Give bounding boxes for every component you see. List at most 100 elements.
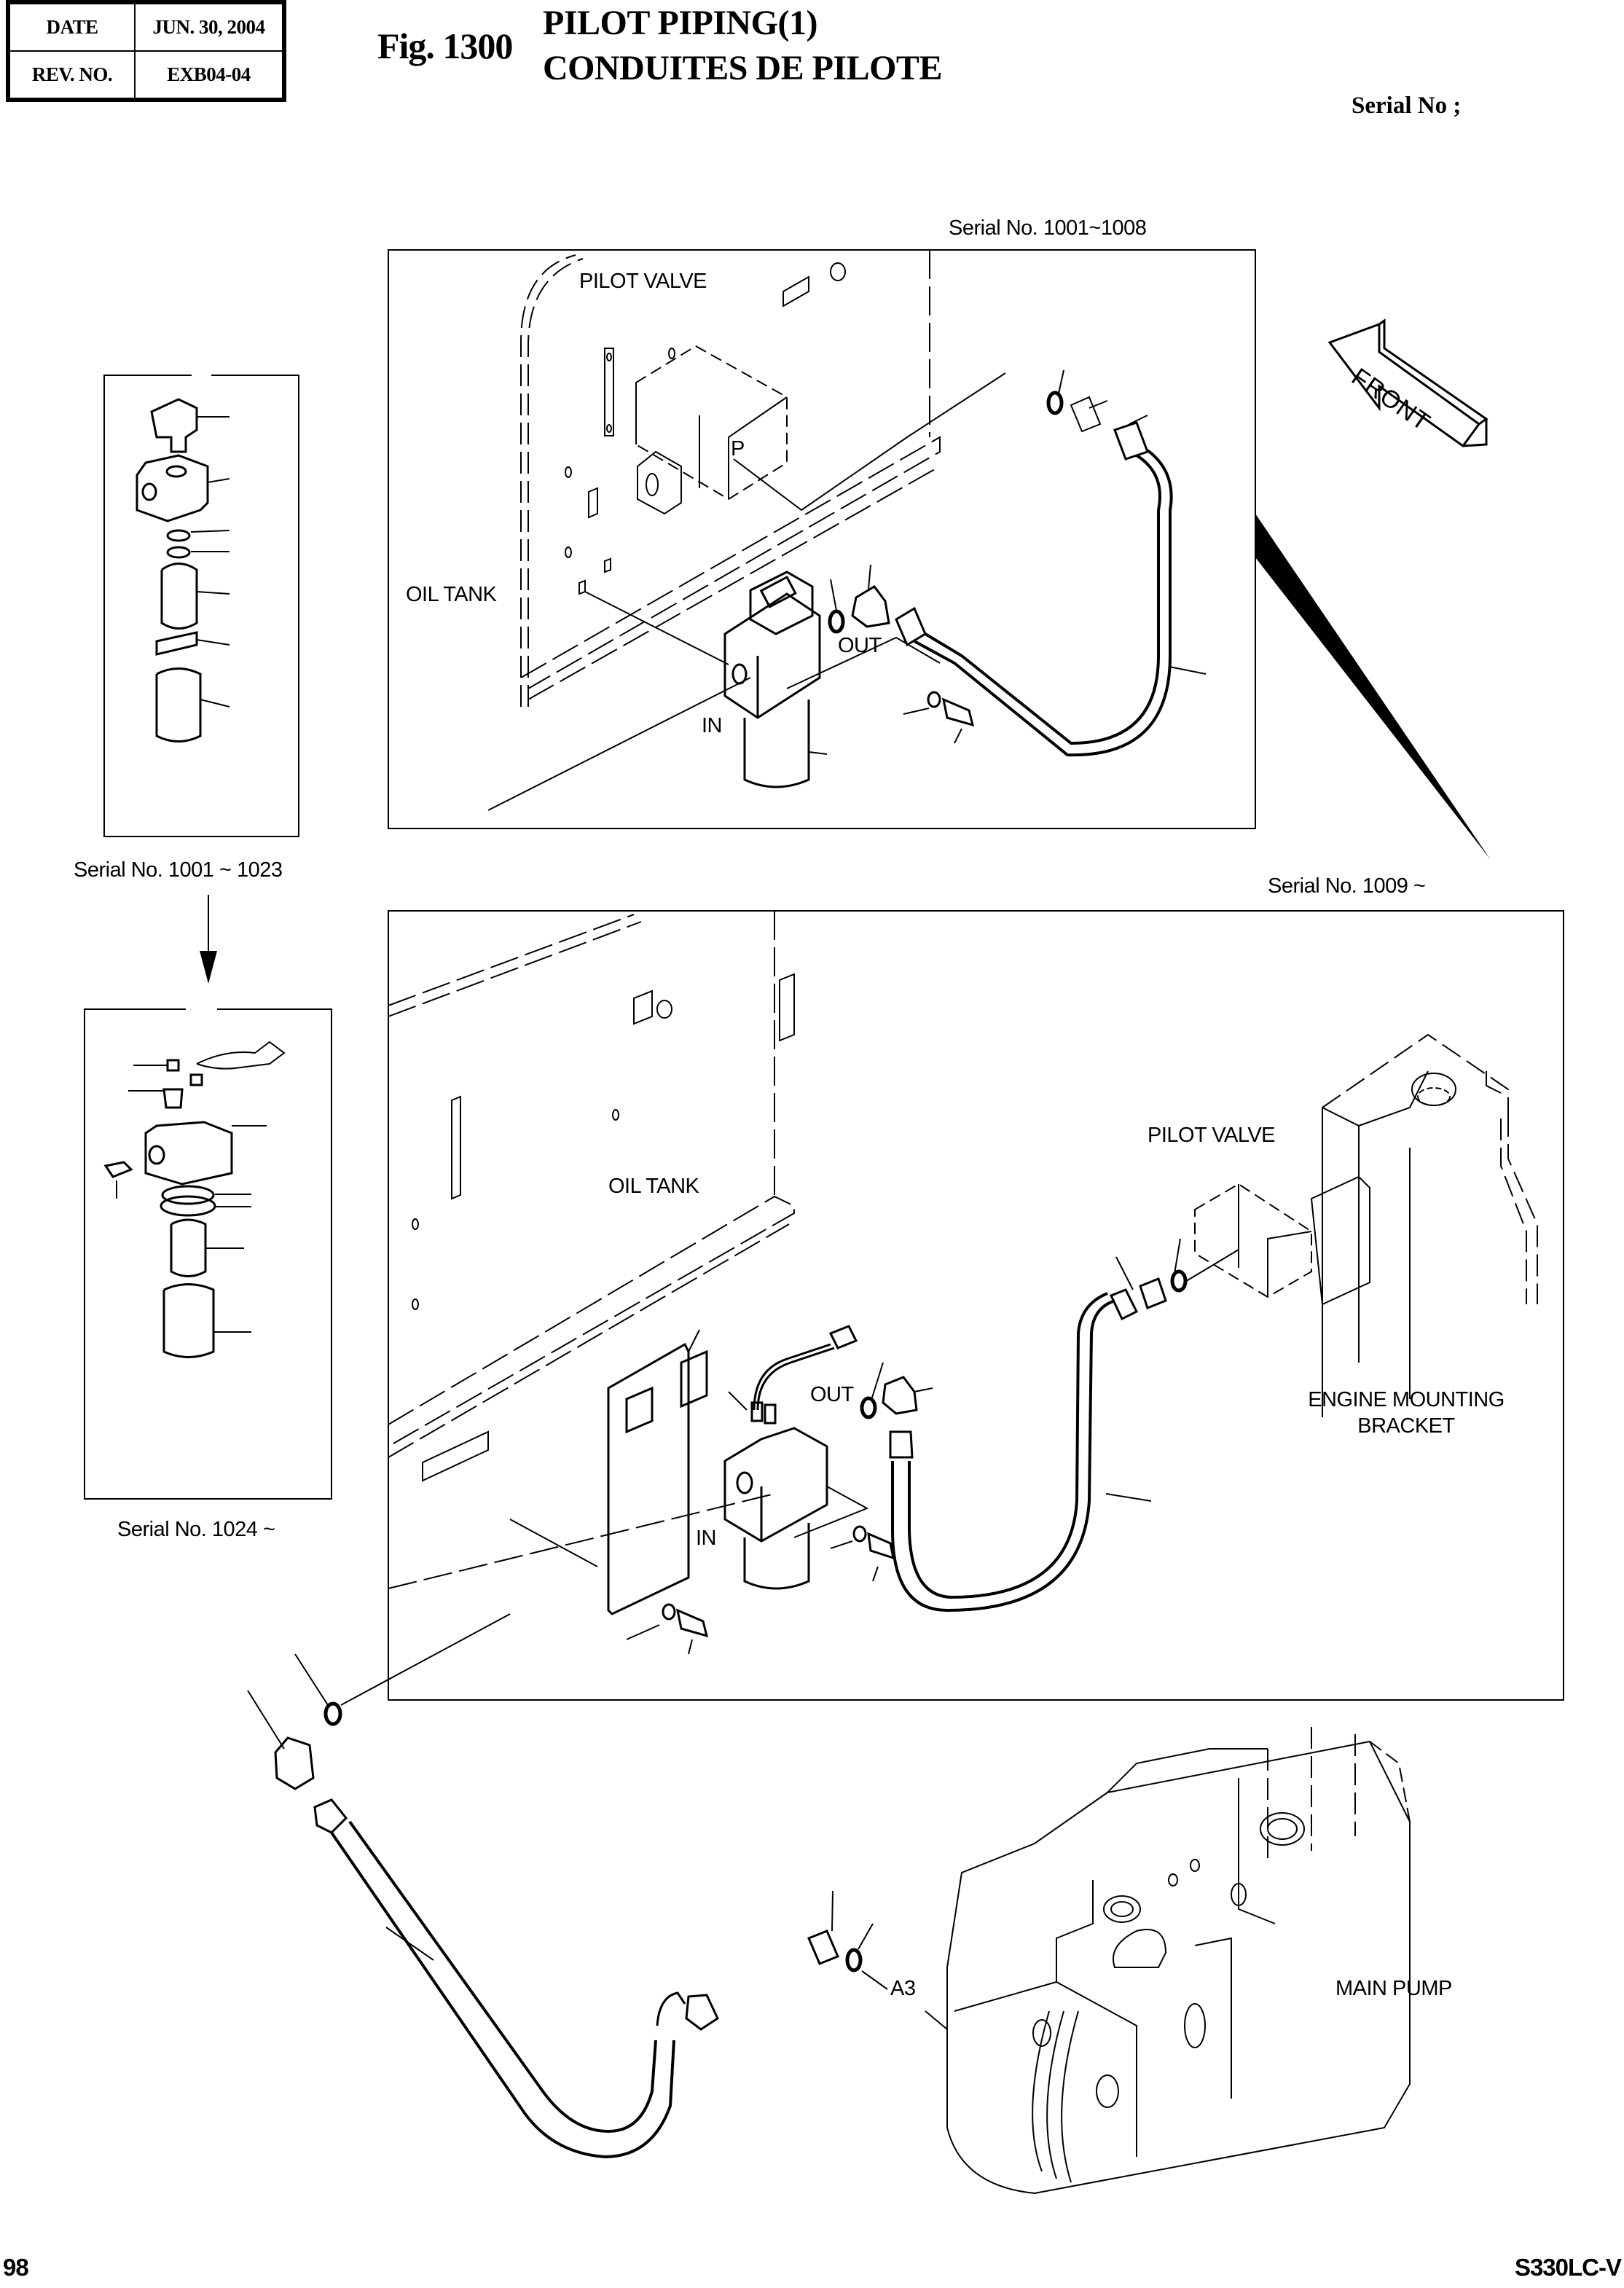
bottom-washer-2 bbox=[852, 1525, 867, 1543]
bottom-pilot-valve-label: PILOT VALVE bbox=[1148, 1124, 1276, 1147]
top-elbow bbox=[851, 585, 890, 628]
top-bolt bbox=[941, 697, 975, 727]
engine-mounting-bracket-label-line2: BRACKET bbox=[1357, 1414, 1455, 1438]
top-panel-serial-label: Serial No. 1001~1008 bbox=[949, 216, 1147, 240]
serial-number-heading: Serial No ; bbox=[1352, 93, 1462, 119]
top-bracket-2 bbox=[588, 487, 598, 519]
pump-o-ring-1 bbox=[323, 1701, 342, 1726]
leader-top-hose bbox=[1169, 666, 1207, 675]
upper-left-leader-2 bbox=[207, 478, 230, 483]
leader-bottom-washer-1 bbox=[626, 1624, 660, 1640]
bottom-mount-leader bbox=[793, 1486, 869, 1538]
leader-bottom-hose bbox=[1105, 1493, 1152, 1502]
bottom-o-ring-1 bbox=[1170, 1269, 1188, 1293]
top-oil-tank-outline bbox=[520, 254, 576, 707]
top-panel-frame bbox=[388, 249, 1256, 829]
leader-washer bbox=[903, 708, 930, 715]
bottom-panel-serial-label: Serial No. 1009 ~ bbox=[1268, 874, 1426, 898]
upper-left-leader-7 bbox=[200, 699, 230, 708]
bottom-tank-top-edge-2 bbox=[388, 921, 642, 1017]
upper-left-leader-6 bbox=[196, 639, 230, 646]
bottom-adapter bbox=[1139, 1277, 1167, 1309]
pump-hose-nut bbox=[313, 1798, 348, 1834]
upper-left-serial-label: Serial No. 1001 ~ 1023 bbox=[74, 858, 283, 882]
leader-bottom-washer-2 bbox=[830, 1540, 853, 1549]
bottom-hose-nut bbox=[1109, 1288, 1139, 1321]
top-bracket-1 bbox=[782, 275, 809, 307]
lower-left-serial-label: Serial No. 1024 ~ bbox=[117, 1518, 275, 1541]
upper-left-panel-frame bbox=[103, 375, 299, 837]
page-number: 98 bbox=[3, 2254, 29, 2281]
top-port-p-label: P bbox=[731, 437, 745, 461]
bottom-o-ring-2 bbox=[860, 1396, 877, 1419]
leader-filter-body bbox=[808, 751, 828, 755]
bottom-elbow bbox=[882, 1376, 918, 1415]
leader-elbow bbox=[868, 564, 871, 589]
leader-adapter bbox=[1088, 400, 1108, 409]
bottom-bolt-1 bbox=[675, 1608, 709, 1638]
bottom-filter-assembly bbox=[723, 1325, 858, 1590]
bottom-tank-bottom-edge-2 bbox=[388, 1223, 790, 1458]
bottom-out-port-label: OUT bbox=[810, 1383, 854, 1406]
bottom-tank-bottom-edge bbox=[388, 1195, 795, 1447]
lower-left-panel-frame bbox=[84, 1008, 332, 1500]
top-bracket-4 bbox=[578, 579, 586, 595]
bottom-mounting-plate bbox=[607, 1342, 708, 1615]
top-filter-assembly bbox=[723, 571, 821, 788]
pump-hose bbox=[330, 1831, 675, 2159]
model-number: S330LC-V bbox=[1514, 2254, 1622, 2281]
leader-pump-port bbox=[861, 1970, 888, 1990]
leader-pump-adapter bbox=[831, 1890, 833, 1932]
date-label: DATE bbox=[10, 4, 136, 52]
pump-hose-end-nut bbox=[685, 1994, 719, 2031]
bottom-hole-3 bbox=[612, 1109, 619, 1121]
bottom-bracket-1 bbox=[422, 1430, 489, 1482]
figure-number: Fig. 1300 bbox=[377, 26, 513, 66]
pointer-wedge bbox=[1255, 514, 1491, 860]
lower-left-exploded-parts bbox=[103, 1041, 286, 1358]
bottom-left-edge bbox=[388, 1493, 775, 1589]
top-tank-bottom-edge-2 bbox=[527, 466, 941, 700]
bottom-oil-tank-label: OIL TANK bbox=[608, 1175, 699, 1198]
leader-a3 bbox=[925, 2010, 948, 2030]
rev-label: REV. NO. bbox=[10, 50, 136, 98]
pump-o-ring-2 bbox=[845, 1948, 863, 1972]
bottom-bushing bbox=[656, 1000, 672, 1019]
leader-pump-hose bbox=[385, 1927, 434, 1961]
bottom-tank-top-edge bbox=[388, 914, 635, 1006]
bottom-hole-2 bbox=[412, 1298, 419, 1310]
leader-pump-o-ring-1 bbox=[294, 1653, 329, 1706]
pump-elbow bbox=[274, 1736, 315, 1790]
top-o-ring-2 bbox=[828, 609, 845, 634]
date-value: JUN. 30, 2004 bbox=[134, 4, 282, 52]
pump-adapter bbox=[807, 1929, 839, 1965]
engine-mounting-bracket-label-line1: ENGINE MOUNTING bbox=[1308, 1388, 1505, 1411]
bottom-panel-frame bbox=[388, 910, 1564, 1701]
leader-plate-2 bbox=[509, 1519, 598, 1567]
bottom-bracket-4 bbox=[779, 973, 795, 1042]
serial-arrow-head bbox=[200, 951, 217, 984]
bottom-pilot-valve bbox=[1183, 1175, 1370, 1306]
main-pump-label: MAIN PUMP bbox=[1335, 1977, 1452, 2000]
top-in-port-label: IN bbox=[702, 714, 723, 737]
leader-bolt bbox=[954, 728, 962, 744]
leader-o-ring-to-panel bbox=[340, 1613, 511, 1706]
leader-hose-nut bbox=[1129, 415, 1148, 425]
bottom-washer-1 bbox=[662, 1603, 676, 1621]
top-oil-tank-outline-inner bbox=[527, 258, 584, 707]
bottom-hose bbox=[891, 1299, 1115, 1613]
pump-hose-elbow bbox=[656, 1991, 686, 2026]
top-hole-2 bbox=[565, 546, 572, 558]
top-hole-3 bbox=[668, 348, 675, 359]
top-bushing bbox=[830, 262, 846, 281]
leader-bottom-adapter bbox=[1115, 1256, 1134, 1290]
top-out-port-label: OUT bbox=[838, 634, 882, 657]
top-hole-1 bbox=[565, 466, 572, 478]
leader-o-ring-1 bbox=[1058, 369, 1064, 394]
leader-bottom-elbow bbox=[914, 1387, 933, 1392]
bottom-hose-inner bbox=[908, 1292, 1108, 1599]
leader-plate bbox=[688, 1329, 700, 1352]
top-leader-diag bbox=[487, 677, 751, 811]
leader-pump-o-ring-2 bbox=[858, 1923, 874, 1950]
